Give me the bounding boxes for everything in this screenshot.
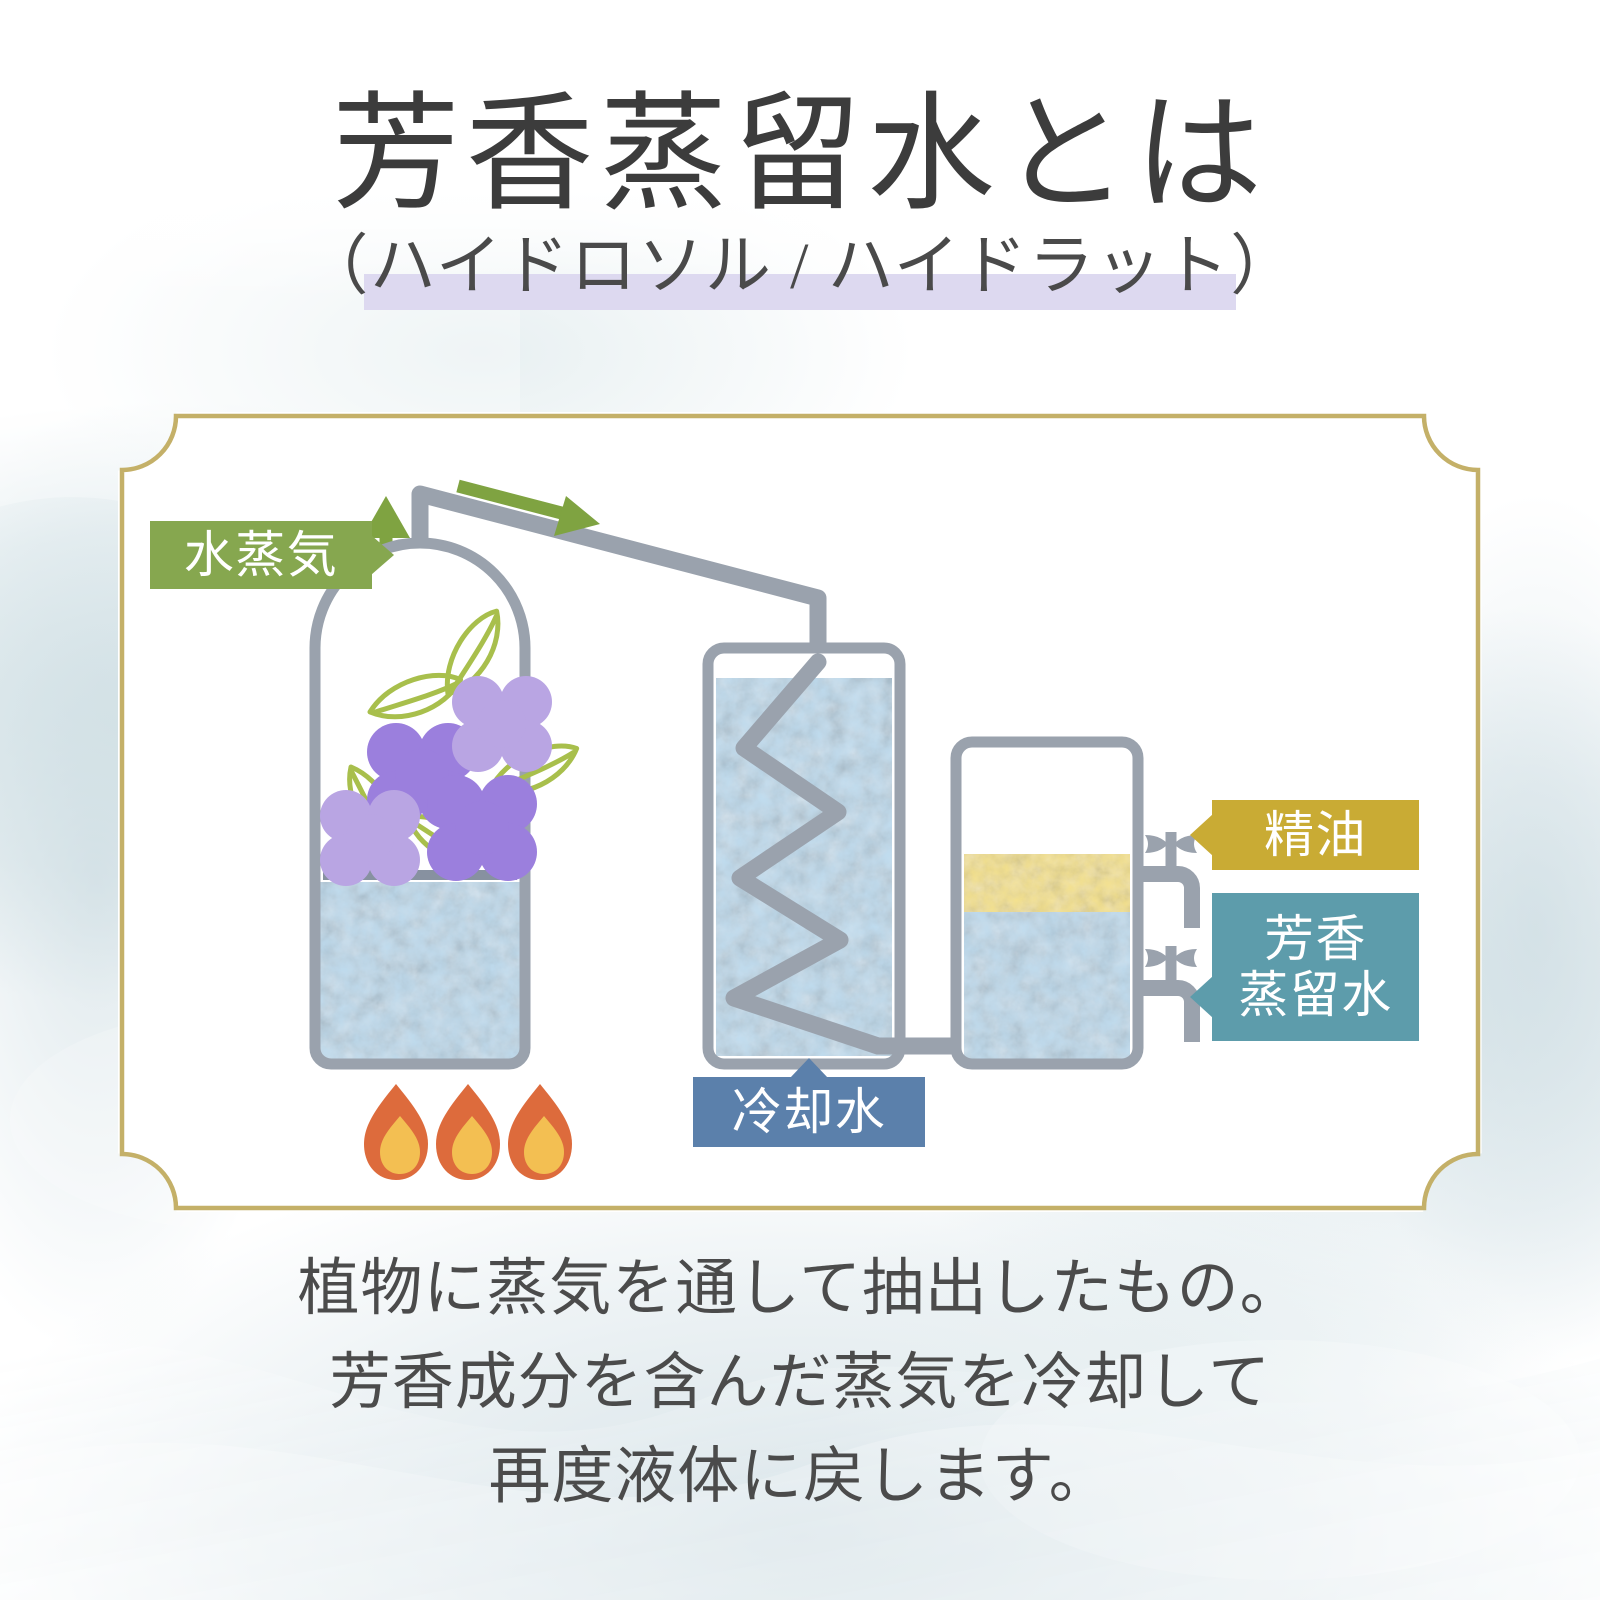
hydrosol-spigot bbox=[1138, 946, 1200, 1042]
flame-icon bbox=[364, 1084, 428, 1180]
label-essential-oil-text: 精油 bbox=[1264, 807, 1367, 863]
page-title: 芳香蒸留水とは bbox=[331, 84, 1269, 226]
label-essential-oil-pointer-icon bbox=[1190, 814, 1213, 856]
essential-oil-layer bbox=[964, 854, 1130, 912]
flame-icon bbox=[436, 1084, 500, 1180]
description-line-3: 再度液体に戻します。 bbox=[488, 1442, 1112, 1512]
description-line-2: 芳香成分を含んだ蒸気を冷却して bbox=[328, 1348, 1272, 1418]
label-steam-pointer-icon bbox=[371, 535, 394, 575]
subtitle-row: （ハイドロソル / ハイドラット） bbox=[0, 234, 1600, 326]
label-hydrosol-text-line1: 芳香 bbox=[1264, 911, 1367, 967]
label-steam: 水蒸気 bbox=[150, 521, 394, 589]
background-top-fade bbox=[0, 0, 1600, 300]
hydrosol-layer bbox=[964, 912, 1130, 1060]
description-text: 植物に蒸気を通して抽出したもの。 芳香成分を含んだ蒸気を冷却して 再度液体に戻し… bbox=[0, 1242, 1600, 1525]
still-flask bbox=[309, 537, 580, 1070]
label-steam-text: 水蒸気 bbox=[183, 527, 339, 583]
burner-flames bbox=[364, 1084, 572, 1180]
label-essential-oil: 精油 bbox=[1190, 800, 1419, 870]
label-cooling-water: 冷却水 bbox=[693, 1058, 925, 1147]
description-line-1: 植物に蒸気を通して抽出したもの。 bbox=[297, 1254, 1303, 1323]
flame-icon bbox=[508, 1084, 572, 1180]
condenser-tank bbox=[702, 642, 965, 1070]
still-water bbox=[315, 882, 525, 1064]
label-hydrosol: 芳香 蒸留水 bbox=[1190, 893, 1419, 1041]
header: 芳香蒸留水とは （ハイドロソル / ハイドラット） bbox=[0, 0, 1600, 326]
page-subtitle: （ハイドロソル / ハイドラット） bbox=[302, 230, 1298, 304]
label-hydrosol-text-line2: 蒸留水 bbox=[1238, 967, 1393, 1023]
oil-spigot bbox=[1138, 832, 1200, 928]
receiver-jar bbox=[950, 736, 1200, 1070]
label-cooling-water-pointer-icon bbox=[790, 1058, 828, 1078]
label-cooling-water-text: 冷却水 bbox=[731, 1084, 887, 1140]
label-hydrosol-pointer-icon bbox=[1190, 975, 1213, 1018]
